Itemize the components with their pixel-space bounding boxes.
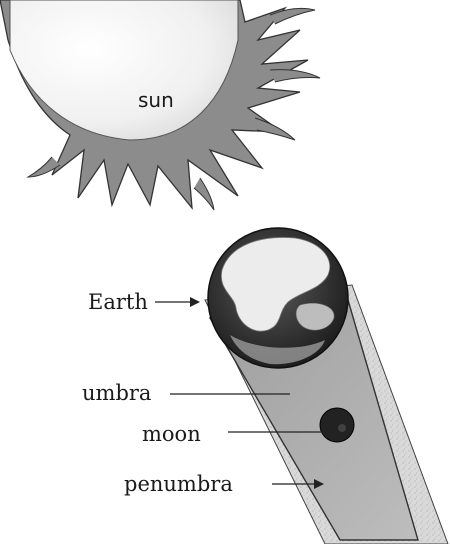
earth-pointer-arrowhead bbox=[190, 297, 200, 307]
umbra-label: umbra bbox=[82, 383, 151, 404]
earth-label: Earth bbox=[88, 292, 148, 313]
earth-globe bbox=[208, 228, 348, 368]
penumbra-label: penumbra bbox=[124, 474, 233, 495]
sun-label: sun bbox=[138, 90, 174, 110]
moon-label: moon bbox=[142, 424, 201, 445]
moon-body bbox=[320, 408, 354, 442]
